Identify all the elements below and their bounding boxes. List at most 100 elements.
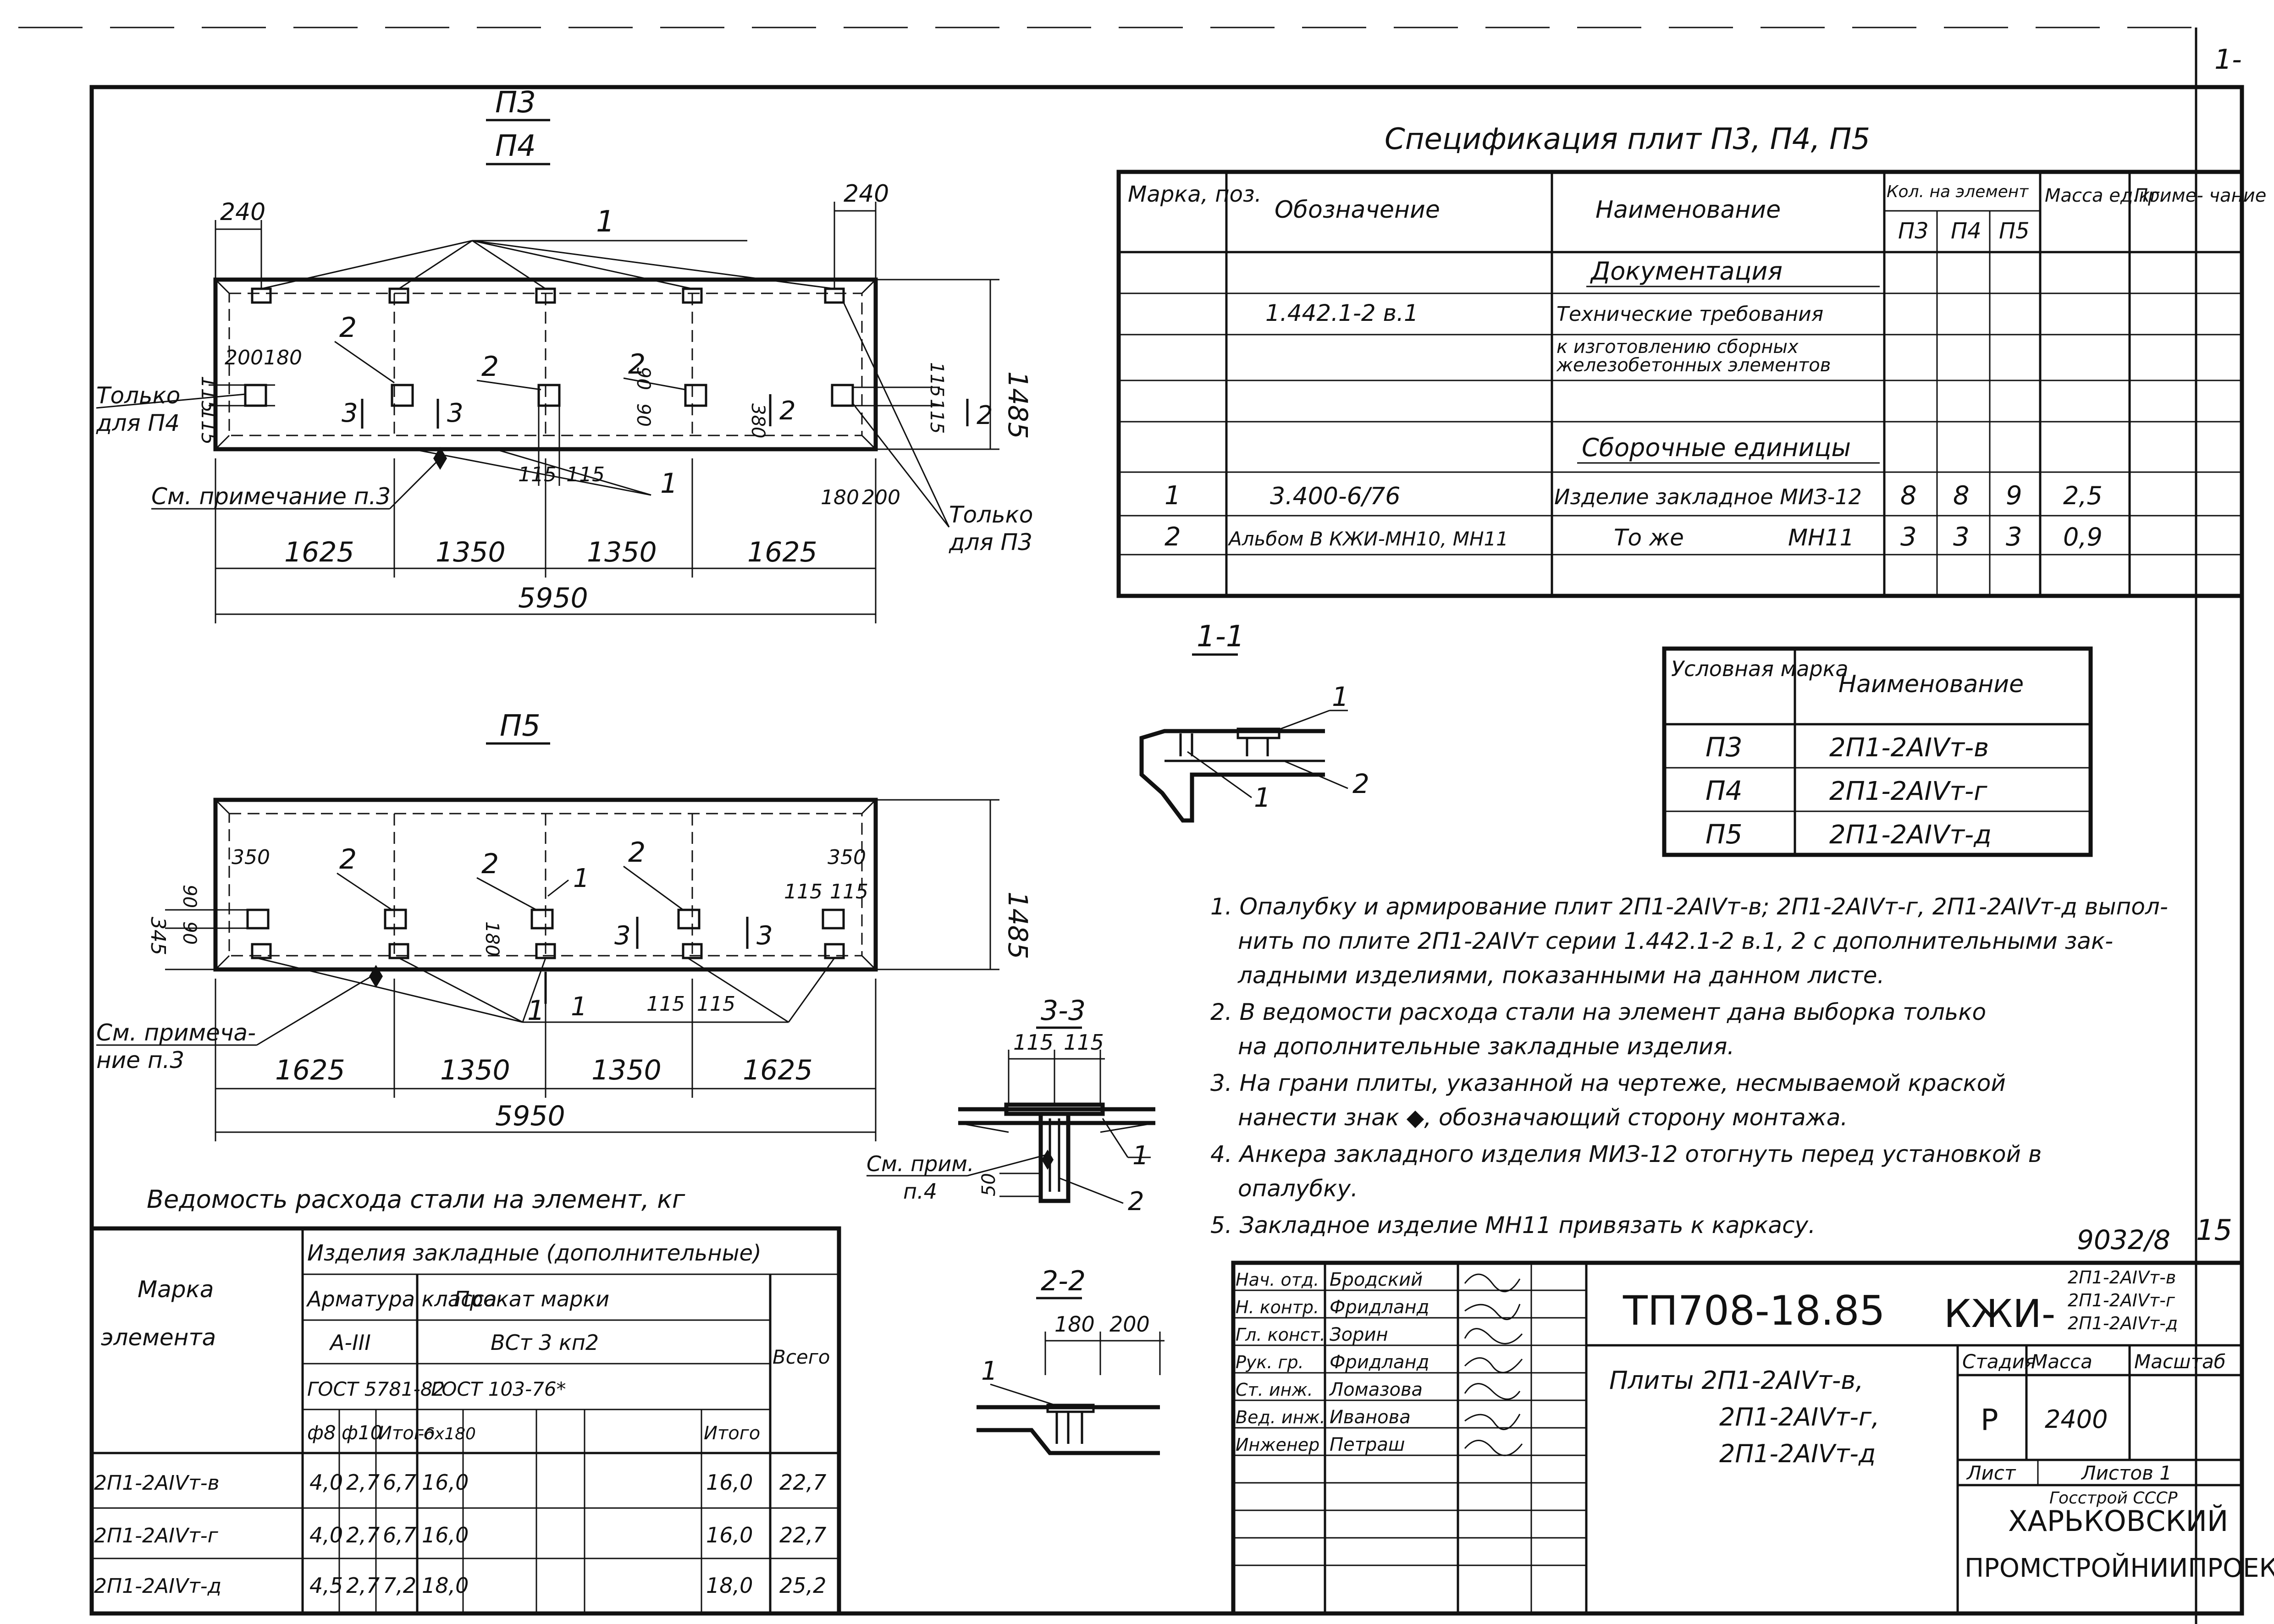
dim-115-r: 115 [926,362,947,397]
steel-r1-f8: 4,0 [309,1470,343,1495]
sec11-mark-1a: 1 [1332,681,1349,712]
spec-h-p5: П5 [1999,218,2030,244]
p5-sec3-r: 3 [756,921,773,951]
spec-doc-name-2: к изготовлению сборных [1556,336,1799,358]
steel-r3-plate: 18,0 [422,1573,469,1598]
note-only-p4-2: для П4 [96,410,180,436]
mark-2b: 2 [481,351,499,383]
note-line-6: 3. На грани плиты, указанной на чертеже,… [1210,1070,2006,1096]
steel-h-rolled: Прокат марки [454,1287,609,1311]
staff-role-6: Вед. инж. [1236,1407,1325,1427]
spec-doc-name-3: железобетонных элементов [1556,355,1831,376]
p5-dim-1350-a: 1350 [440,1054,510,1086]
steel-h-mark-2: элемента [101,1324,216,1351]
spec-r2-name2: МН11 [1788,524,1854,551]
sheet-number: 15 [2196,1213,2232,1247]
product-line-3: 2П1-2АIVт-д [1719,1439,1876,1468]
spec-doc-name-1: Технические требования [1556,303,1823,326]
steel-h-rebar: Арматура класса [306,1287,497,1311]
sec11-title: 1-1 [1197,620,1245,654]
sec33-dim-b: 115 [1064,1030,1104,1055]
note-line-5: на дополнительные закладные изделия. [1238,1033,1734,1060]
steel-r1-f10: 2,7 [346,1470,380,1495]
staff-name-1: Бродский [1330,1269,1423,1290]
steel-r2-f8: 4,0 [309,1523,343,1547]
dim-1625-b: 1625 [747,536,817,568]
spec-table: Спецификация плит П3, П4, П5 Марка, поз.… [1116,122,2266,598]
slab-outline [213,277,878,451]
spec-r2-p5: 3 [2006,522,2022,552]
mount-side-diamond [433,447,447,470]
p5-mark-2a: 2 [339,843,357,875]
notes: 1. Опалубку и армирование плит 2П1-2АIVт… [1210,893,2168,1239]
p5-dim-5950: 5950 [495,1100,565,1132]
staff-name-4: Фридланд [1330,1352,1429,1373]
plan-title-a: П3 [495,86,536,120]
spec-r1-p4: 8 [1953,481,1970,511]
dim-180-r: 180 [821,486,859,509]
spec-r1-name: Изделие закладное МИЗ-12 [1554,484,1862,509]
spec-h-p4: П4 [1951,218,1981,244]
p5-dim-1350-b: 1350 [591,1054,662,1086]
note-line-7: нанести знак ◆, обозначающий сторону мон… [1238,1104,1848,1131]
p5-dim-115-c1: 115 [646,992,685,1016]
p5-dim-350-r: 350 [828,846,866,869]
sec11-mark-1b: 1 [1254,782,1271,813]
cond-r3-name: 2П1-2АIVт-д [1829,820,1992,850]
plan-p3-p4: П3 П4 1 2 2 2 [96,86,1033,623]
steel-h-rolled-gost: ГОСТ 103-76* [431,1378,566,1400]
spec-r2-name: То же [1614,524,1684,551]
p5-mark-2b: 2 [481,848,499,880]
spec-r2-mark: 2 [1165,522,1181,552]
p5-dim-350-l: 350 [232,846,270,869]
sec22-mark-1: 1 [981,1356,998,1386]
product-line-1: Плиты 2П1-2АIVт-в, [1609,1366,1863,1395]
dim-115-r2: 115 [926,399,947,434]
org-line-0: Госстрой СССР [2049,1489,2178,1508]
steel-h-mark-1: Марка [138,1276,214,1303]
spec-r2-p3: 3 [1900,522,1917,552]
dim-380: 380 [747,403,768,438]
spec-r1-p3: 8 [1900,481,1917,511]
dim-5950: 5950 [518,582,588,614]
dim-115-c1: 115 [518,463,557,486]
steel-h-group: Изделия закладные (дополнительные) [307,1240,762,1266]
sec11-mark-2: 2 [1352,768,1369,799]
steel-col-f10: ф10 [342,1421,382,1444]
spec-doc-designation: 1.442.1-2 в.1 [1265,300,1418,326]
plan-title-b: П4 [495,129,536,163]
steel-r3-mark: 2П1-2АIVт-д [94,1574,221,1598]
p5-dim-115-r: 115 [784,880,822,903]
p5-dim-115-r2: 115 [830,880,868,903]
spec-h-designation: Обозначение [1275,196,1440,224]
staff-name-3: Зорин [1330,1324,1388,1345]
steel-r1-t1: 6,7 [383,1470,416,1495]
variant-2: 2П1-2АIVт-г [2068,1290,2175,1310]
dim-115-l: 115 [197,376,220,413]
mass-value: 2400 [2045,1405,2108,1434]
dim-1350-a: 1350 [436,536,506,568]
p5-mark-2c: 2 [628,837,646,869]
note-line-8: 4. Анкера закладного изделия МИЗ-12 отог… [1210,1141,2042,1167]
staff-role-2: Н. контр. [1236,1297,1319,1317]
sec2-left: 2 [779,396,796,426]
spec-r1-mass: 2,5 [2063,481,2103,510]
sheet-frame [89,85,2244,1616]
kzhi-prefix: КЖИ- [1944,1291,2055,1336]
dim-1625-a: 1625 [284,536,354,568]
staff-role-1: Нач. отд. [1236,1270,1319,1290]
sec3-right: 3 [447,398,464,428]
spec-title: Спецификация плит П3, П4, П5 [1385,122,1870,156]
staff-name-7: Петраш [1330,1434,1405,1455]
spec-r1-mark: 1 [1165,481,1181,511]
spec-h-qty: Кол. на элемент [1887,182,2029,201]
steel-r3-f10: 2,7 [346,1573,380,1598]
mark-2c: 2 [628,348,646,380]
dim-240-left: 240 [220,198,265,226]
steel-r1-total: 22,7 [779,1470,826,1495]
steel-r3-f8: 4,5 [309,1573,343,1598]
p5-dim-1625-a: 1625 [275,1054,345,1086]
note-line-10: 5. Закладное изделие МН11 привязать к ка… [1210,1212,1816,1239]
p5-mark-1-small: 1 [573,864,590,893]
